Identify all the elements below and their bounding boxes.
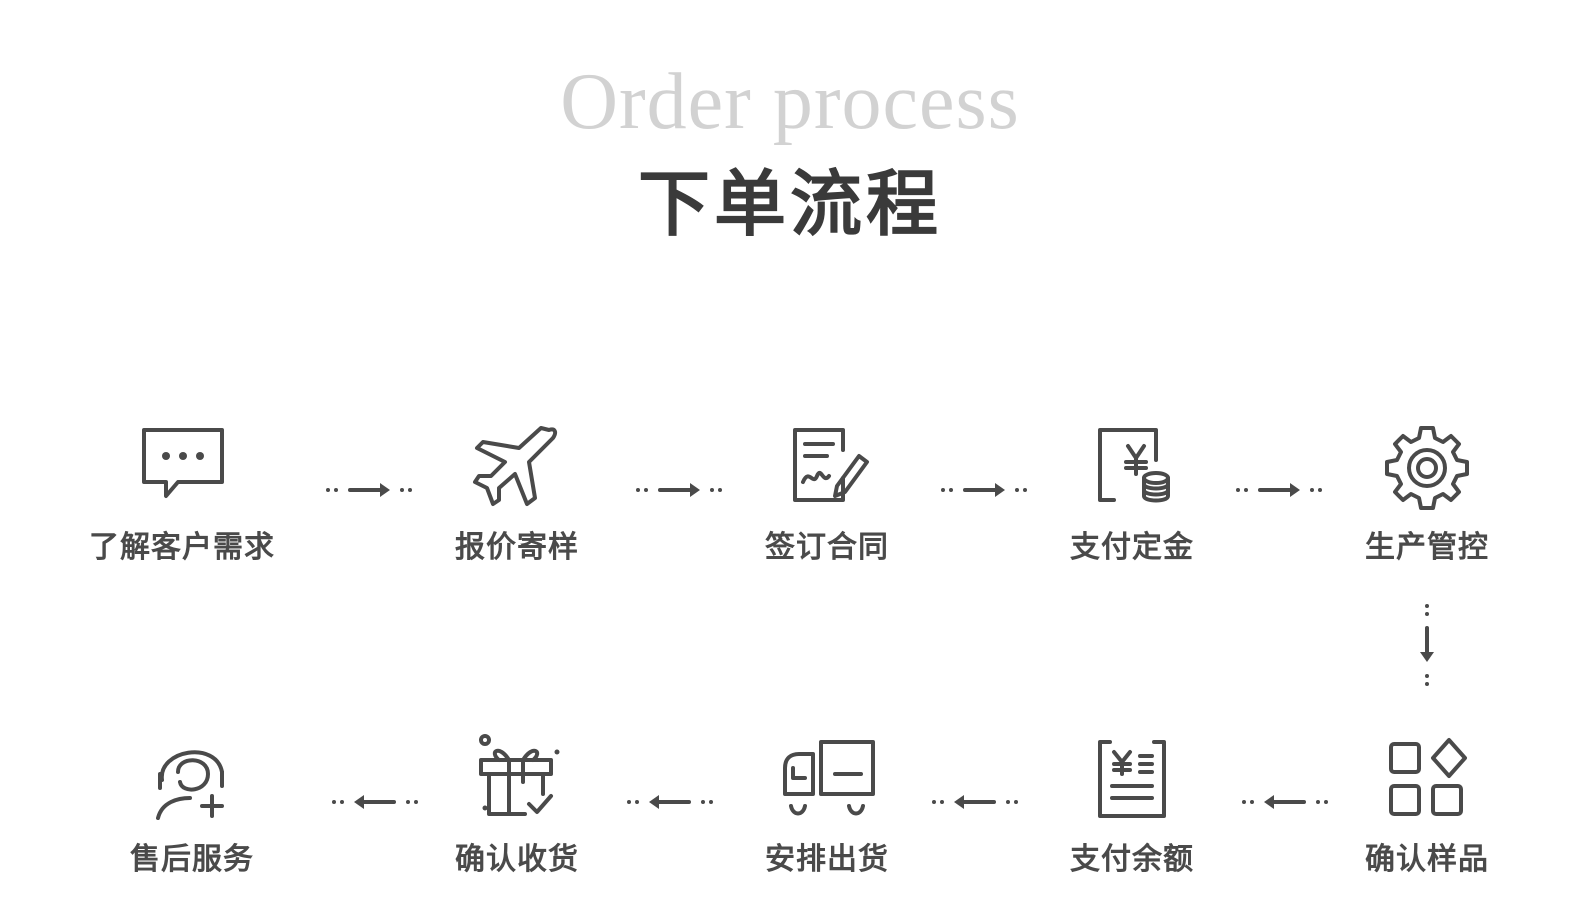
arrow-left-connector: [1242, 795, 1328, 809]
step-understand-needs: 了解客户需求: [72, 420, 292, 566]
step-label: 确认收货: [455, 842, 579, 877]
customer-service-icon: [156, 750, 224, 820]
arrow-left-connector: [627, 795, 713, 809]
contract-sign-icon: [793, 428, 869, 502]
deposit-yen-icon: [1098, 428, 1170, 503]
step-after-sales: 售后服务: [82, 732, 302, 878]
step-label: 了解客户需求: [89, 530, 275, 565]
arrow-right-connector: [941, 483, 1027, 497]
step-label: 售后服务: [130, 842, 254, 877]
step-label: 报价寄样: [455, 530, 579, 565]
step-pay-deposit: 支付定金: [1022, 420, 1242, 566]
step-label: 支付定金: [1070, 530, 1194, 565]
gear-icon: [1385, 426, 1469, 510]
truck-icon: [783, 740, 875, 816]
step-confirm-receipt: 确认收货: [407, 732, 627, 878]
sample-grid-icon: [1389, 738, 1467, 816]
step-label: 支付余额: [1070, 842, 1194, 877]
arrow-right-connector: [326, 483, 412, 497]
step-sign-contract: 签订合同: [717, 420, 937, 566]
step-production-control: 生产管控: [1317, 420, 1537, 566]
step-confirm-sample: 确认样品: [1317, 732, 1537, 878]
title-chinese: 下单流程: [637, 162, 942, 246]
title-english: Order process: [560, 58, 1020, 146]
step-label: 确认样品: [1365, 842, 1489, 877]
step-label: 签订合同: [765, 530, 889, 565]
gift-box-icon: [479, 734, 560, 816]
step-label: 生产管控: [1365, 530, 1489, 565]
arrow-down-connector: [1420, 604, 1434, 686]
step-label: 安排出货: [765, 842, 889, 877]
airplane-icon: [473, 426, 558, 506]
step-arrange-shipment: 安排出货: [717, 732, 937, 878]
chat-bubble-icon: [142, 428, 224, 498]
invoice-yen-icon: [1098, 740, 1166, 818]
arrow-right-connector: [1236, 483, 1322, 497]
step-pay-balance: 支付余额: [1022, 732, 1242, 878]
arrow-right-connector: [636, 483, 722, 497]
arrow-left-connector: [932, 795, 1018, 809]
step-quote-sample: 报价寄样: [407, 420, 627, 566]
arrow-left-connector: [332, 795, 418, 809]
